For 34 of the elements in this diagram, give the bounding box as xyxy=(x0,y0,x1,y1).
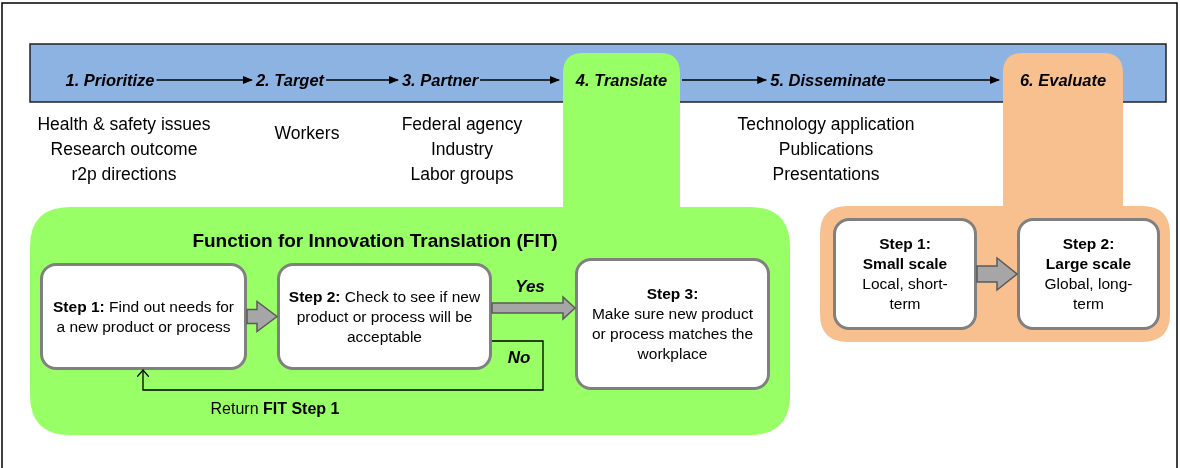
edge-label: No xyxy=(507,348,531,368)
stage-label: 2. Target xyxy=(255,69,325,91)
stage-detail: Health & safety issues xyxy=(37,113,211,135)
stage-label: 1. Prioritize xyxy=(65,69,155,91)
step-box: Step 1: Small scale Local, short-term xyxy=(833,218,977,330)
block-arrow xyxy=(246,300,279,333)
stage-label: 4. Translate xyxy=(575,70,668,91)
stage-label: 6. Evaluate xyxy=(1019,70,1107,91)
arrow xyxy=(155,76,253,84)
stage-detail: Workers xyxy=(274,122,340,144)
step-box: Step 1: Find out needs for a new product or process xyxy=(40,263,247,370)
arrow xyxy=(325,76,399,84)
arrow xyxy=(479,76,560,84)
stage-label: 5. Disseminate xyxy=(770,69,886,91)
stage-detail: Technology application xyxy=(737,113,915,135)
stage-detail: Presentations xyxy=(772,163,880,185)
stage-detail: r2p directions xyxy=(71,163,177,185)
step-box: Step 2: Large scale Global, long-term xyxy=(1017,218,1160,330)
stage-detail: Publications xyxy=(778,138,874,160)
note-text: Return FIT Step 1 xyxy=(210,399,340,419)
stage-detail: Research outcome xyxy=(50,138,198,160)
arrow xyxy=(681,76,768,84)
edge-label: Yes xyxy=(515,277,545,297)
stage-label: 3. Partner xyxy=(401,69,479,91)
return-arrow xyxy=(136,340,544,391)
arrow xyxy=(887,76,1000,84)
step-box: Step 3: Make sure new product or process matches the workplace xyxy=(575,258,770,390)
panel-title: Function for Innovation Translation (FIT) xyxy=(192,229,558,253)
block-arrow xyxy=(491,295,577,321)
stage-detail: Labor groups xyxy=(410,163,514,185)
stage-detail: Federal agency xyxy=(401,113,523,135)
step-box: Step 2: Check to see if new product or process will be acceptable xyxy=(277,263,492,370)
stage-detail: Industry xyxy=(430,138,494,160)
block-arrow xyxy=(976,256,1019,292)
